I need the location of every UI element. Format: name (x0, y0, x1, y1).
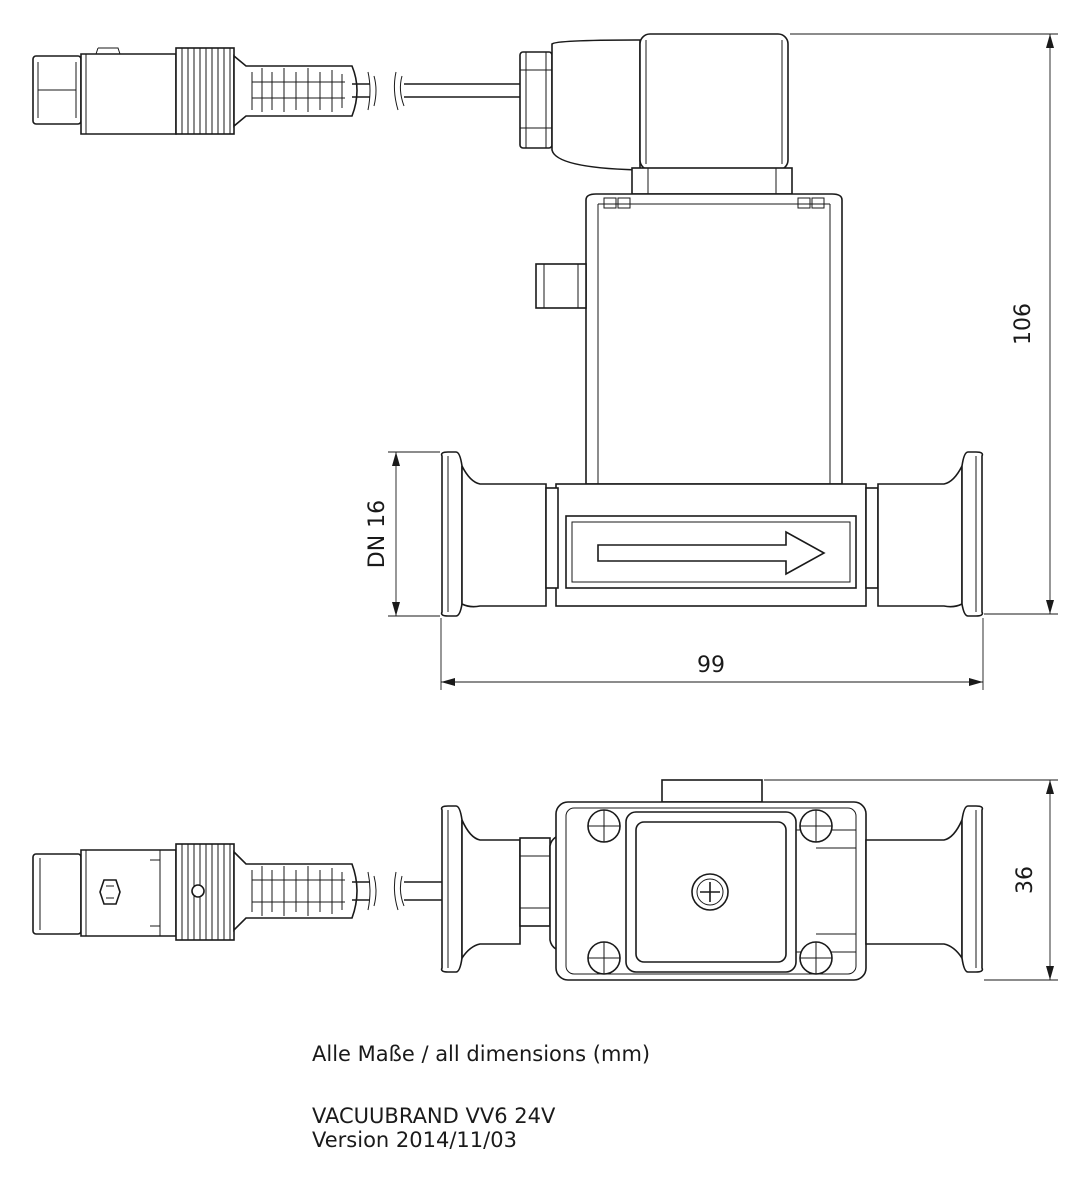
dimension-flange-label: DN 16 (365, 500, 390, 568)
dimension-height (790, 33, 1058, 615)
kf-flange-left-top (440, 805, 521, 973)
kf-flange-left (440, 451, 559, 617)
connector-plug-front (32, 47, 520, 135)
screw-icon (587, 941, 621, 975)
kf-flange-right-top (865, 805, 984, 973)
dimension-depth-label: 36 (1013, 866, 1038, 894)
dimension-width-label: 99 (697, 653, 725, 678)
screw-icon (587, 809, 621, 843)
coil-body (535, 193, 843, 485)
valve-block (555, 483, 867, 607)
dimension-height-label: 106 (1011, 303, 1036, 345)
kf-flange-right (865, 451, 984, 617)
front-view: 106 DN 16 99 (32, 33, 1058, 690)
screw-icon (799, 941, 833, 975)
top-view: 36 (32, 779, 1058, 981)
dimension-width (440, 618, 984, 690)
version-label: Version 2014/11/03 (312, 1128, 517, 1152)
units-note: Alle Maße / all dimensions (mm) (312, 1042, 651, 1066)
product-name: VACUUBRAND VV6 24V (312, 1104, 556, 1128)
center-screw-icon (691, 873, 729, 911)
flow-direction-icon (597, 530, 826, 576)
dimension-flange (388, 451, 440, 617)
connector-plug-top (32, 843, 520, 941)
dimension-depth (764, 779, 1058, 981)
valve-body-top (555, 779, 867, 981)
screw-icon (799, 809, 833, 843)
solenoid-connector-housing (519, 33, 793, 195)
